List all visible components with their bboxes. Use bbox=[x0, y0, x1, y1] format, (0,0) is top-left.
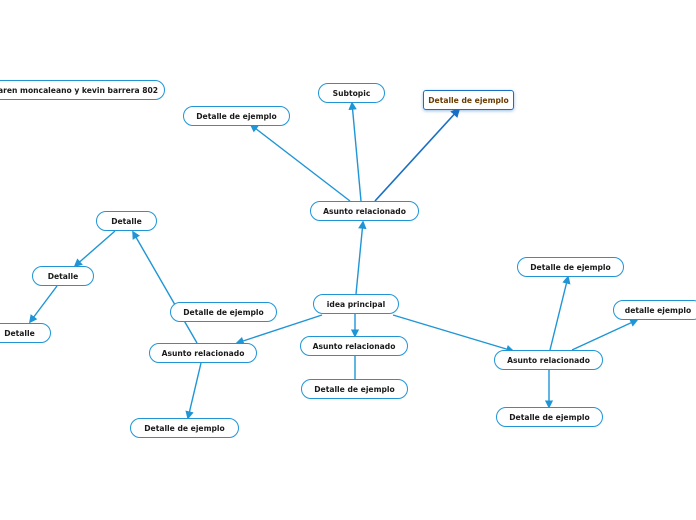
asunto-top-node[interactable]: Asunto relacionado bbox=[310, 201, 419, 221]
connector-asunto-top-to-detail-left bbox=[249, 123, 351, 202]
connector-detalle-to-detalle-2 bbox=[73, 230, 116, 268]
connector-asunto-top-to-detail-selected bbox=[374, 107, 461, 202]
top-detail-selected-node[interactable]: Detalle de ejemplo bbox=[423, 90, 514, 110]
connector-detalle-2-to-detalle-3 bbox=[28, 285, 58, 324]
subtopic-node[interactable]: Subtopic bbox=[318, 83, 385, 103]
asunto-right-node[interactable]: Asunto relacionado bbox=[494, 350, 603, 370]
asunto-left-detail-node[interactable]: Detalle de ejemplo bbox=[130, 418, 239, 438]
idea-principal-node[interactable]: idea principal bbox=[313, 294, 399, 314]
right-detail-side-node[interactable]: detalle ejemplo bbox=[613, 300, 696, 320]
connector-idea-to-asunto-right bbox=[392, 314, 515, 354]
left-detalle-3-node[interactable]: Detalle bbox=[0, 323, 51, 343]
left-detalle-2-node[interactable]: Detalle bbox=[32, 266, 94, 286]
asunto-right-detail-node[interactable]: Detalle de ejemplo bbox=[496, 407, 603, 427]
connector-asunto-left-to-detail bbox=[185, 362, 202, 420]
connector-asunto-top-to-subtopic bbox=[348, 101, 362, 202]
connector-asunto-right-to-detail-side bbox=[571, 319, 639, 351]
asunto-center-node[interactable]: Asunto relacionado bbox=[300, 336, 408, 356]
left-detalle-1-node[interactable]: Detalle bbox=[96, 211, 157, 231]
asunto-left-node[interactable]: Asunto relacionado bbox=[149, 343, 257, 363]
connector-idea-to-asunto-top bbox=[355, 220, 367, 295]
asunto-center-detail-node[interactable]: Detalle de ejemplo bbox=[301, 379, 408, 399]
title-node[interactable]: karen moncaleano y kevin barrera 802 bbox=[0, 80, 165, 100]
connector-asunto-right-to-detail-top bbox=[549, 275, 571, 351]
connector-idea-to-asunto-left bbox=[235, 314, 323, 345]
left-detail-node[interactable]: Detalle de ejemplo bbox=[170, 302, 277, 322]
right-detail-top-node[interactable]: Detalle de ejemplo bbox=[517, 257, 624, 277]
connector-asunto-left-to-detalle-top bbox=[132, 230, 198, 344]
top-detail-left-node[interactable]: Detalle de ejemplo bbox=[183, 106, 290, 126]
